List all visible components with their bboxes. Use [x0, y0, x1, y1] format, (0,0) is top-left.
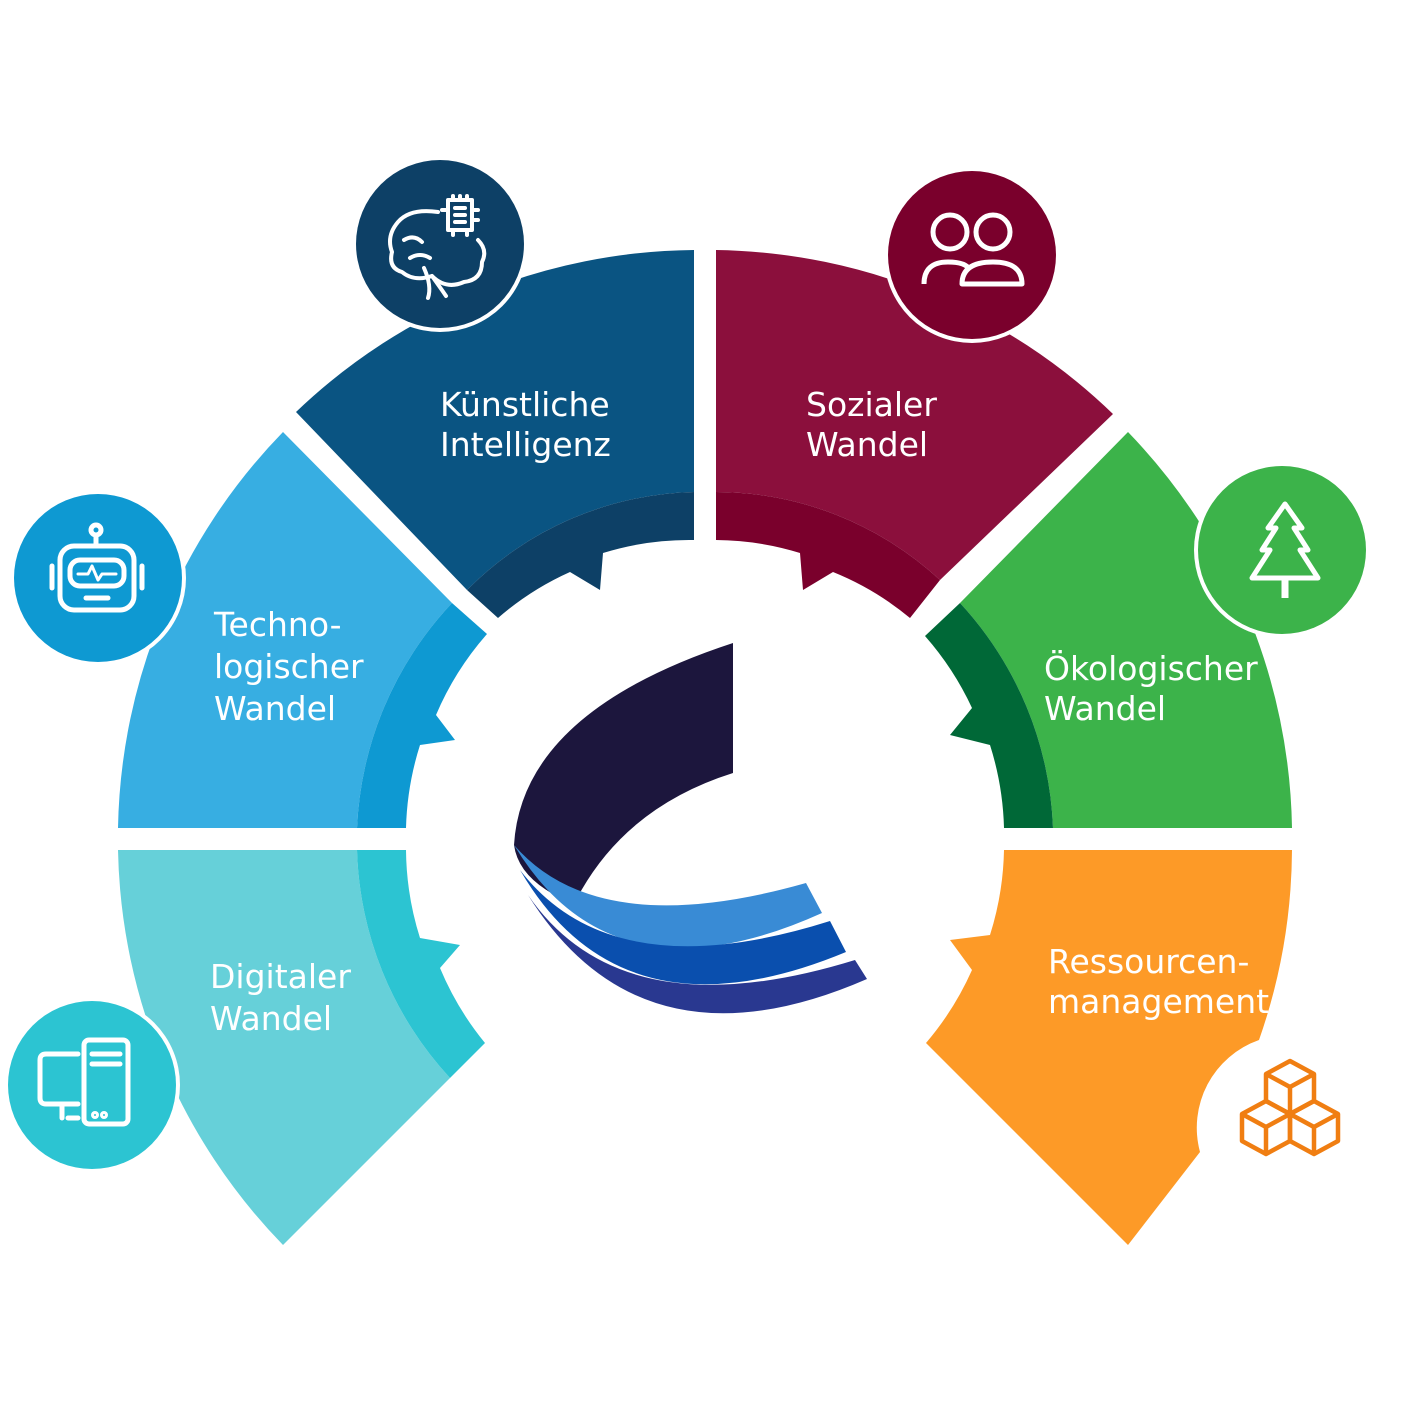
- logo-light-blue-band: [514, 845, 822, 948]
- segment-sozial-label-line-1: Sozialer: [806, 385, 937, 424]
- segment-sozial-label-line-2: Wandel: [806, 425, 928, 464]
- logo-dark-arc: [514, 643, 733, 904]
- segment-tech-label-line-1: Techno-: [213, 605, 342, 644]
- cubes-icon: [1239, 1058, 1341, 1157]
- segment-sozial-inner: [716, 492, 940, 618]
- center-logo-icon: [514, 643, 867, 1014]
- segment-digital-label-line-1: Digitaler: [210, 957, 351, 996]
- segment-ki-inner: [467, 492, 694, 618]
- segment-oeko-inner: [925, 603, 1053, 828]
- segment-sozial-label: Sozialer Wandel: [806, 385, 947, 464]
- segment-tech-inner: [357, 603, 487, 828]
- people-icon: [884, 167, 1060, 343]
- segment-oeko-label-line-2: Wandel: [1044, 689, 1166, 728]
- segment-digital-label-line-2: Wandel: [210, 999, 332, 1038]
- segment-ressourcen-label: Ressourcen- management: [1048, 942, 1269, 1021]
- segment-oeko-label-line-1: Ökologischer: [1044, 648, 1258, 688]
- segment-ki-outer: [296, 250, 694, 590]
- segment-sozialer-wandel[interactable]: Sozialer Wandel: [716, 250, 1113, 618]
- segment-tech-outer: [118, 432, 452, 828]
- brain-chip-icon: [352, 156, 528, 332]
- segment-ki-label: Künstliche Intelligenz: [440, 385, 620, 464]
- segment-tech-label: Techno- logischer Wandel: [213, 605, 374, 728]
- logo-navy-band: [528, 895, 867, 1014]
- segment-digital-inner: [357, 850, 485, 1078]
- segment-oeko-label: Ökologischer Wandel: [1044, 648, 1268, 728]
- segment-ressourcen-shape: [926, 850, 1292, 1245]
- segment-tech-label-line-3: Wandel: [214, 689, 336, 728]
- tree-icon: [1194, 462, 1370, 638]
- segment-ki-label-line-1: Künstliche: [440, 385, 610, 424]
- segment-ki-label-line-2: Intelligenz: [440, 425, 611, 464]
- segment-digital-label: Digitaler Wandel: [210, 957, 361, 1038]
- robot-icon: [10, 490, 186, 666]
- segment-sozial-outer: [716, 250, 1113, 580]
- segment-oekologischer-wandel[interactable]: Ökologischer Wandel: [925, 432, 1292, 828]
- segment-digital-outer: [118, 850, 450, 1245]
- segment-technologischer-wandel[interactable]: Techno- logischer Wandel: [118, 432, 487, 828]
- segment-tech-label-line-2: logischer: [214, 647, 364, 686]
- segment-ressourcen-label-line-1: Ressourcen-: [1048, 942, 1249, 981]
- segment-ressourcenmanagement[interactable]: Ressourcen- management: [926, 850, 1292, 1245]
- devices-icon: [4, 997, 180, 1173]
- segment-kuenstliche-intelligenz[interactable]: Künstliche Intelligenz: [296, 250, 694, 618]
- segment-digitaler-wandel[interactable]: Digitaler Wandel: [118, 850, 485, 1245]
- segment-ressourcen-label-line-2: management: [1048, 982, 1269, 1021]
- logo-mid-blue-band: [520, 870, 846, 985]
- segment-oeko-outer: [960, 432, 1292, 828]
